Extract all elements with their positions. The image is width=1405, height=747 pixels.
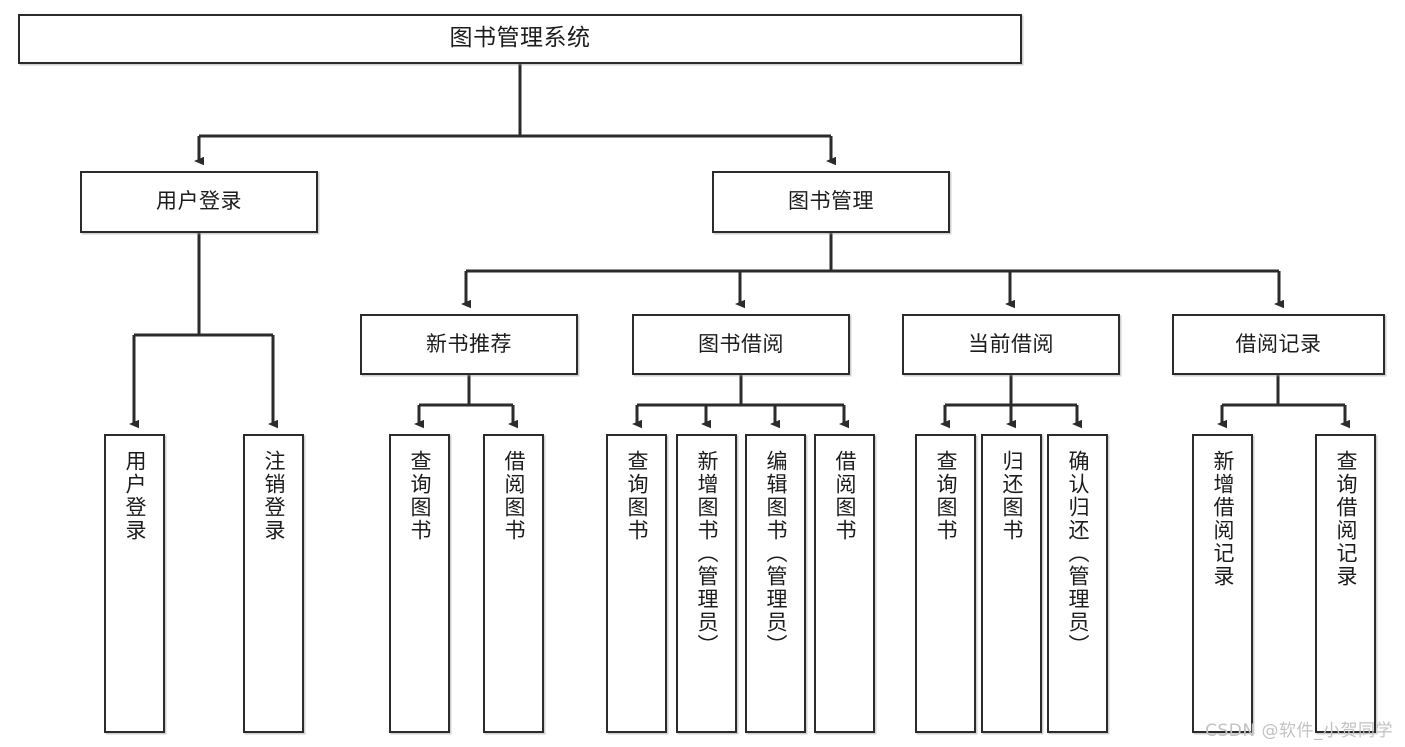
- node-leaf-borrow-book-1[interactable]: 借阅图书: [483, 434, 544, 733]
- node-leaf-add-book[interactable]: 新增图书（管理员）: [676, 434, 737, 733]
- node-leaf-borrow-book-2[interactable]: 借阅图书: [814, 434, 875, 733]
- node-label: 图书借阅: [698, 331, 784, 356]
- node-label: 新增图书（管理员）: [695, 450, 719, 657]
- node-label: 用户登录: [156, 189, 242, 214]
- node-label: 用户登录: [123, 450, 147, 542]
- node-label: 查询图书: [408, 450, 432, 542]
- node-label: 查询图书: [625, 450, 649, 542]
- node-leaf-query-record[interactable]: 查询借阅记录: [1315, 434, 1376, 733]
- node-leaf-query-book-3[interactable]: 查询图书: [915, 434, 976, 733]
- node-label: 新书推荐: [426, 331, 512, 356]
- node-leaf-user-login[interactable]: 用户登录: [104, 434, 165, 733]
- node-leaf-return-book[interactable]: 归还图书: [981, 434, 1042, 733]
- node-label: 归还图书: [1000, 450, 1024, 542]
- node-leaf-query-book-2[interactable]: 查询图书: [606, 434, 667, 733]
- node-book-borrow[interactable]: 图书借阅: [632, 314, 850, 375]
- node-current-borrow[interactable]: 当前借阅: [902, 314, 1120, 375]
- node-new-book-recommend[interactable]: 新书推荐: [360, 314, 578, 375]
- node-leaf-edit-book[interactable]: 编辑图书（管理员）: [745, 434, 806, 733]
- node-root-system[interactable]: 图书管理系统: [18, 14, 1022, 64]
- node-label: 借阅图书: [502, 450, 526, 542]
- node-label: 编辑图书（管理员）: [764, 450, 788, 657]
- node-leaf-logout[interactable]: 注销登录: [243, 434, 304, 733]
- node-label: 注销登录: [262, 450, 286, 542]
- node-leaf-query-book-1[interactable]: 查询图书: [389, 434, 450, 733]
- node-book-management[interactable]: 图书管理: [712, 171, 950, 233]
- node-leaf-add-record[interactable]: 新增借阅记录: [1192, 434, 1253, 733]
- node-label: 借阅图书: [833, 450, 857, 542]
- node-label: 新增借阅记录: [1211, 450, 1235, 588]
- node-label: 查询借阅记录: [1334, 450, 1358, 588]
- node-label: 当前借阅: [968, 331, 1054, 356]
- node-borrow-record[interactable]: 借阅记录: [1172, 314, 1385, 375]
- node-label: 借阅记录: [1235, 331, 1322, 356]
- node-label: 图书管理系统: [449, 25, 591, 52]
- node-label: 确认归还（管理员）: [1066, 450, 1090, 657]
- node-label: 图书管理: [788, 189, 874, 214]
- node-leaf-confirm-return[interactable]: 确认归还（管理员）: [1047, 434, 1108, 733]
- node-user-login[interactable]: 用户登录: [80, 171, 318, 233]
- node-label: 查询图书: [934, 450, 958, 542]
